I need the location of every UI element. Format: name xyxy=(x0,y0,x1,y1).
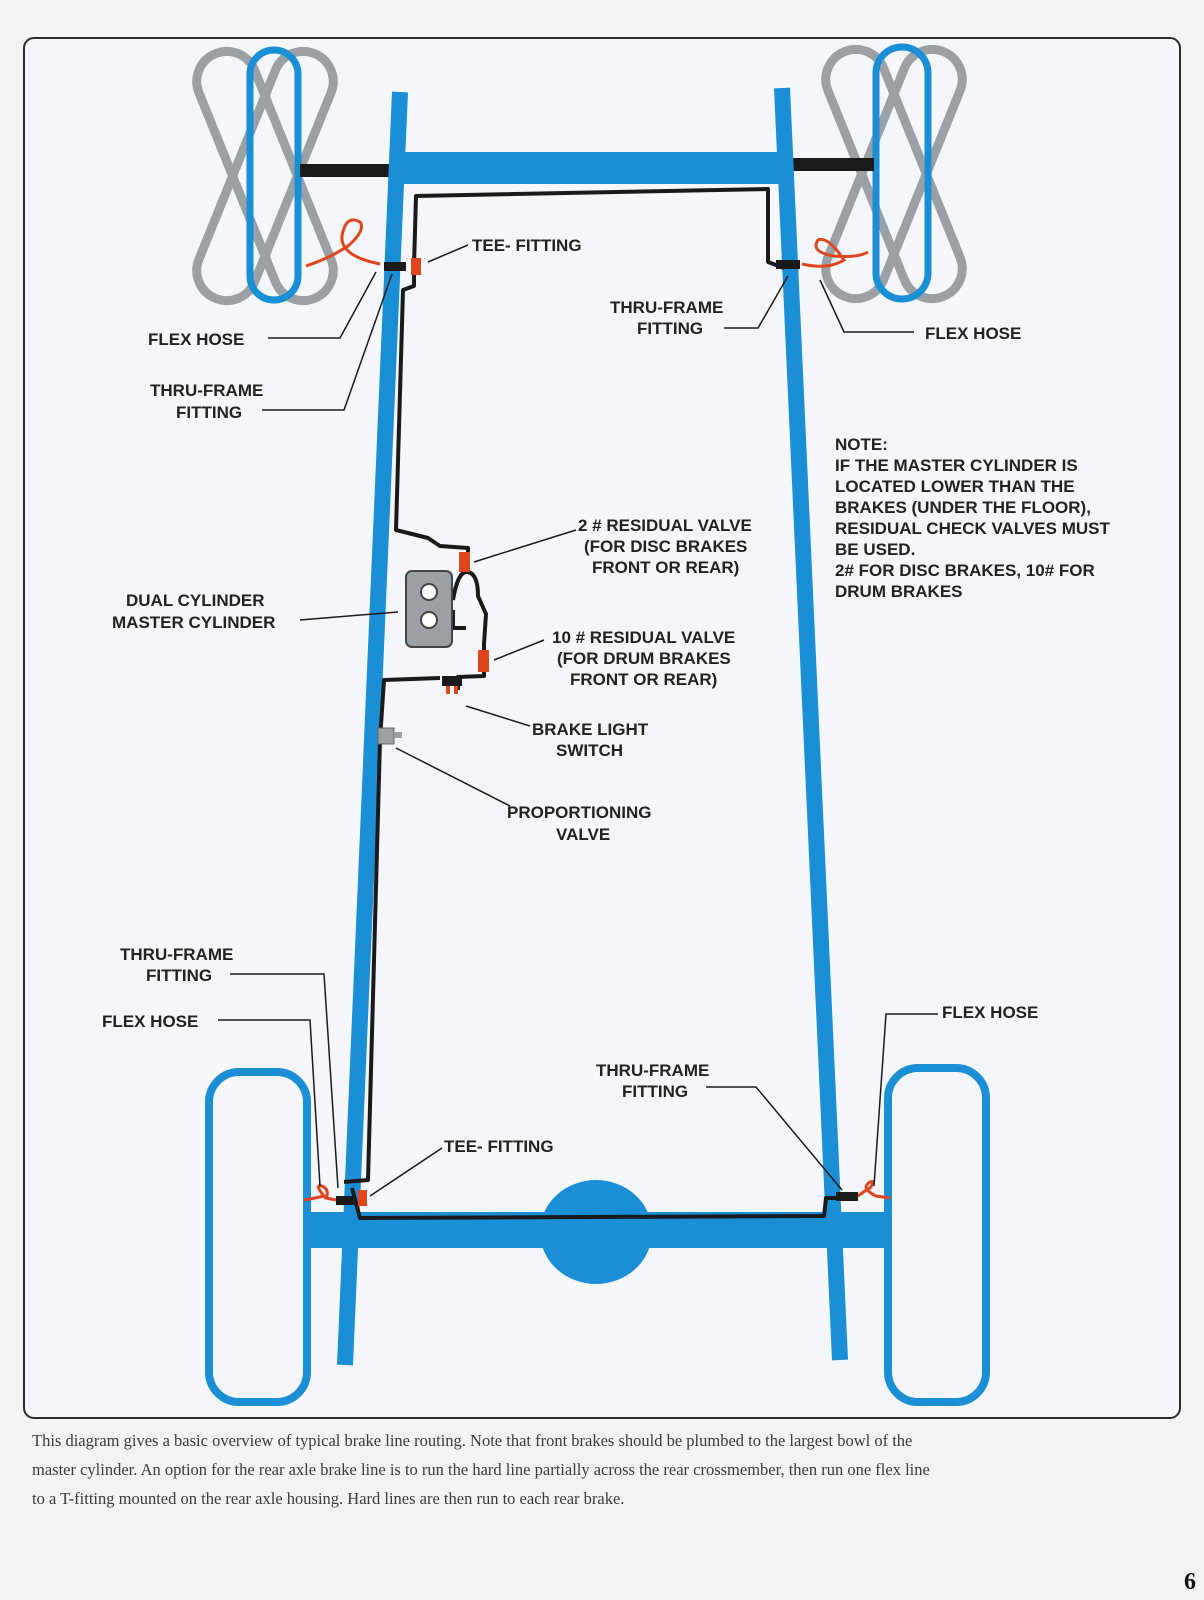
note-line: BE USED. xyxy=(835,540,915,559)
note-block: NOTE: IF THE MASTER CYLINDER IS LOCATED … xyxy=(835,435,1110,601)
label-residual2-1: 2 # RESIDUAL VALVE xyxy=(578,516,752,535)
note-line: NOTE: xyxy=(835,435,888,454)
leader-lines xyxy=(218,244,938,1197)
label-rear-mid-thru-2: FITTING xyxy=(622,1082,688,1101)
label-residual10-3: FRONT OR REAR) xyxy=(570,670,717,689)
note-line: 2# FOR DISC BRAKES, 10# FOR xyxy=(835,561,1095,580)
label-front-left-thru-1: THRU-FRAME xyxy=(150,381,263,400)
note-line: LOCATED LOWER THAN THE xyxy=(835,477,1075,496)
label-rear-mid-thru-1: THRU-FRAME xyxy=(596,1061,709,1080)
label-brake-light-2: SWITCH xyxy=(556,741,623,760)
residual-valve-10 xyxy=(478,650,489,672)
front-axle-left xyxy=(300,164,392,177)
front-axle-right xyxy=(786,158,874,171)
label-residual2-2: (FOR DISC BRAKES xyxy=(584,537,747,556)
flex-hoses xyxy=(303,218,891,1202)
note-line: RESIDUAL CHECK VALVES MUST xyxy=(835,519,1110,538)
label-prop-valve-2: VALVE xyxy=(556,825,610,844)
label-residual10-2: (FOR DRUM BRAKES xyxy=(557,649,731,668)
brake-line-diagram: TEE- FITTING FLEX HOSE THRU-FRAME FITTIN… xyxy=(23,37,1181,1419)
rear-right-thru-frame-fitting xyxy=(836,1192,858,1201)
note-line: DRUM BRAKES xyxy=(835,582,963,601)
note-line: IF THE MASTER CYLINDER IS xyxy=(835,456,1078,475)
label-prop-valve-1: PROPORTIONING xyxy=(507,803,652,822)
brake-light-switch xyxy=(442,676,462,694)
label-residual2-3: FRONT OR REAR) xyxy=(592,558,739,577)
front-crossmember xyxy=(400,152,784,184)
frame xyxy=(337,87,848,1366)
label-brake-light-1: BRAKE LIGHT xyxy=(532,720,649,739)
proportioning-valve xyxy=(377,727,402,745)
label-front-left-flex: FLEX HOSE xyxy=(148,330,244,349)
page-number: 6 xyxy=(1184,1569,1196,1595)
label-front-left-thru-2: FITTING xyxy=(176,403,242,422)
label-front-right-thru-1: THRU-FRAME xyxy=(610,298,723,317)
label-front-right-flex: FLEX HOSE xyxy=(925,324,1021,343)
figure-caption: This diagram gives a basic overview of t… xyxy=(32,1426,1172,1513)
label-master-cyl-1: DUAL CYLINDER xyxy=(126,591,265,610)
rear-left-thru-frame-fitting xyxy=(336,1196,356,1205)
differential xyxy=(540,1180,652,1284)
residual-valve-2 xyxy=(459,552,470,572)
label-rear-tee: TEE- FITTING xyxy=(444,1137,554,1156)
caption-line: to a T-fitting mounted on the rear axle … xyxy=(32,1489,625,1508)
caption-line: This diagram gives a basic overview of t… xyxy=(32,1431,913,1450)
note-line: BRAKES (UNDER THE FLOOR), xyxy=(835,498,1091,517)
front-right-thru-frame-fitting xyxy=(776,260,800,269)
label-residual10-1: 10 # RESIDUAL VALVE xyxy=(552,628,735,647)
label-rear-left-thru-1: THRU-FRAME xyxy=(120,945,233,964)
label-rear-left-thru-2: FITTING xyxy=(146,966,212,985)
front-left-wheel xyxy=(192,46,338,306)
label-front-right-thru-2: FITTING xyxy=(637,319,703,338)
label-master-cyl-2: MASTER CYLINDER xyxy=(112,613,275,632)
front-left-thru-frame-fitting xyxy=(384,262,406,271)
label-rear-right-flex: FLEX HOSE xyxy=(942,1003,1038,1022)
master-cylinder xyxy=(405,570,453,648)
front-left-tee-fitting xyxy=(411,258,421,275)
caption-line: master cylinder. An option for the rear … xyxy=(32,1460,930,1479)
rear-tee-fitting xyxy=(358,1190,367,1206)
label-front-left-tee: TEE- FITTING xyxy=(472,236,582,255)
label-rear-left-flex: FLEX HOSE xyxy=(102,1012,198,1031)
